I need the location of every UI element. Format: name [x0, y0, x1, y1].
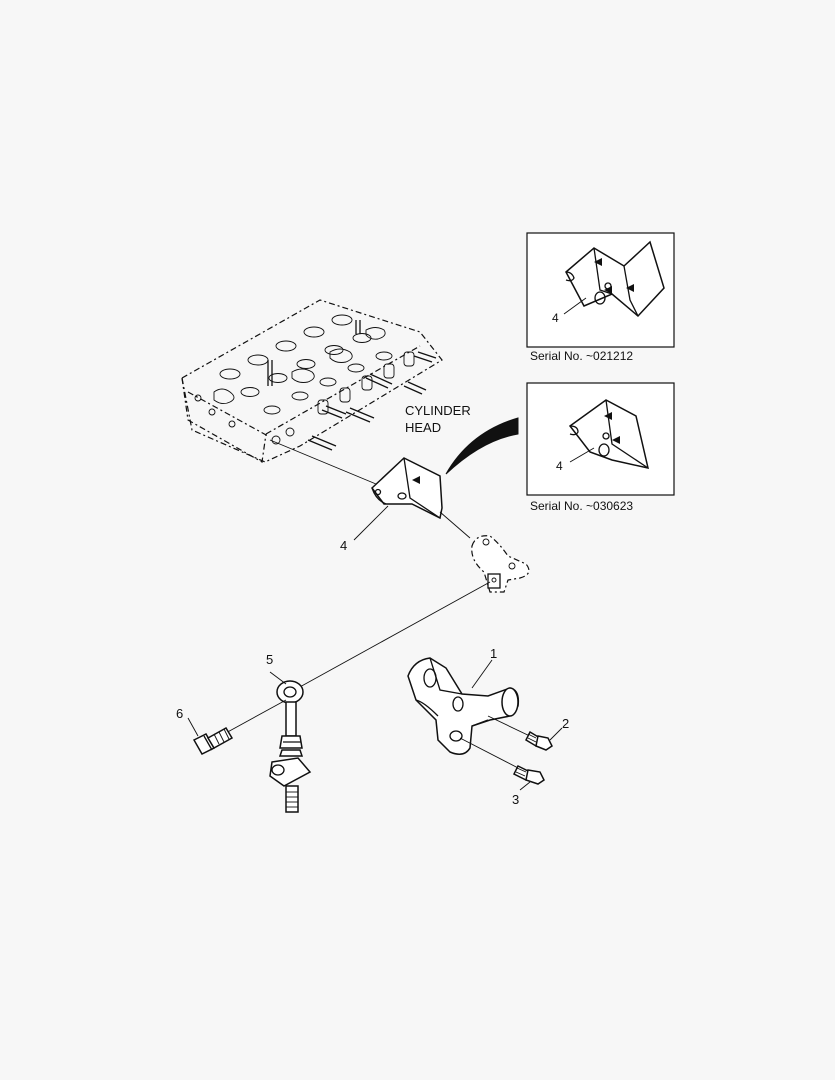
callout-1: 1	[490, 646, 497, 661]
callout-4-inset2: 4	[556, 459, 563, 473]
callout-5: 5	[266, 652, 273, 667]
inset-serial-030623: 4	[526, 382, 675, 496]
callout-6: 6	[176, 706, 183, 721]
bolt-part-3	[512, 764, 545, 785]
assembly-line	[439, 511, 471, 539]
arm-bracket-part-1	[407, 657, 520, 755]
cylinder-head-label: CYLINDER HEAD	[405, 403, 471, 435]
assembly-line	[459, 737, 523, 771]
reference-arrow	[445, 417, 519, 475]
assembly-line	[223, 699, 287, 735]
bolt-part-6	[192, 726, 234, 755]
callout-3: 3	[512, 792, 519, 807]
inset-serial-021212: 4	[526, 232, 675, 348]
bracket-part-4	[370, 457, 443, 520]
callout-leader	[471, 659, 493, 689]
callout-leader	[187, 717, 199, 737]
bolt-part-2	[525, 730, 553, 751]
cylinder-head-phantom	[181, 299, 443, 463]
callout-leader	[269, 671, 287, 685]
inset2-serial-label: Serial No. ~030623	[530, 499, 633, 513]
callout-leader	[549, 727, 563, 741]
callout-leader	[353, 505, 389, 541]
inset1-serial-label: Serial No. ~021212	[530, 349, 633, 363]
assembly-line	[269, 439, 377, 485]
callout-4-inset1: 4	[552, 311, 559, 325]
callout-4-main: 4	[340, 538, 347, 553]
callout-leader	[519, 781, 531, 791]
assembly-line	[487, 715, 535, 739]
mounting-bracket-phantom	[471, 535, 530, 593]
callout-2: 2	[562, 716, 569, 731]
assembly-line	[297, 581, 491, 689]
rod-part-5	[269, 680, 312, 813]
cylinder-head-label-line2: HEAD	[405, 420, 441, 435]
cylinder-head-label-line1: CYLINDER	[405, 403, 471, 418]
